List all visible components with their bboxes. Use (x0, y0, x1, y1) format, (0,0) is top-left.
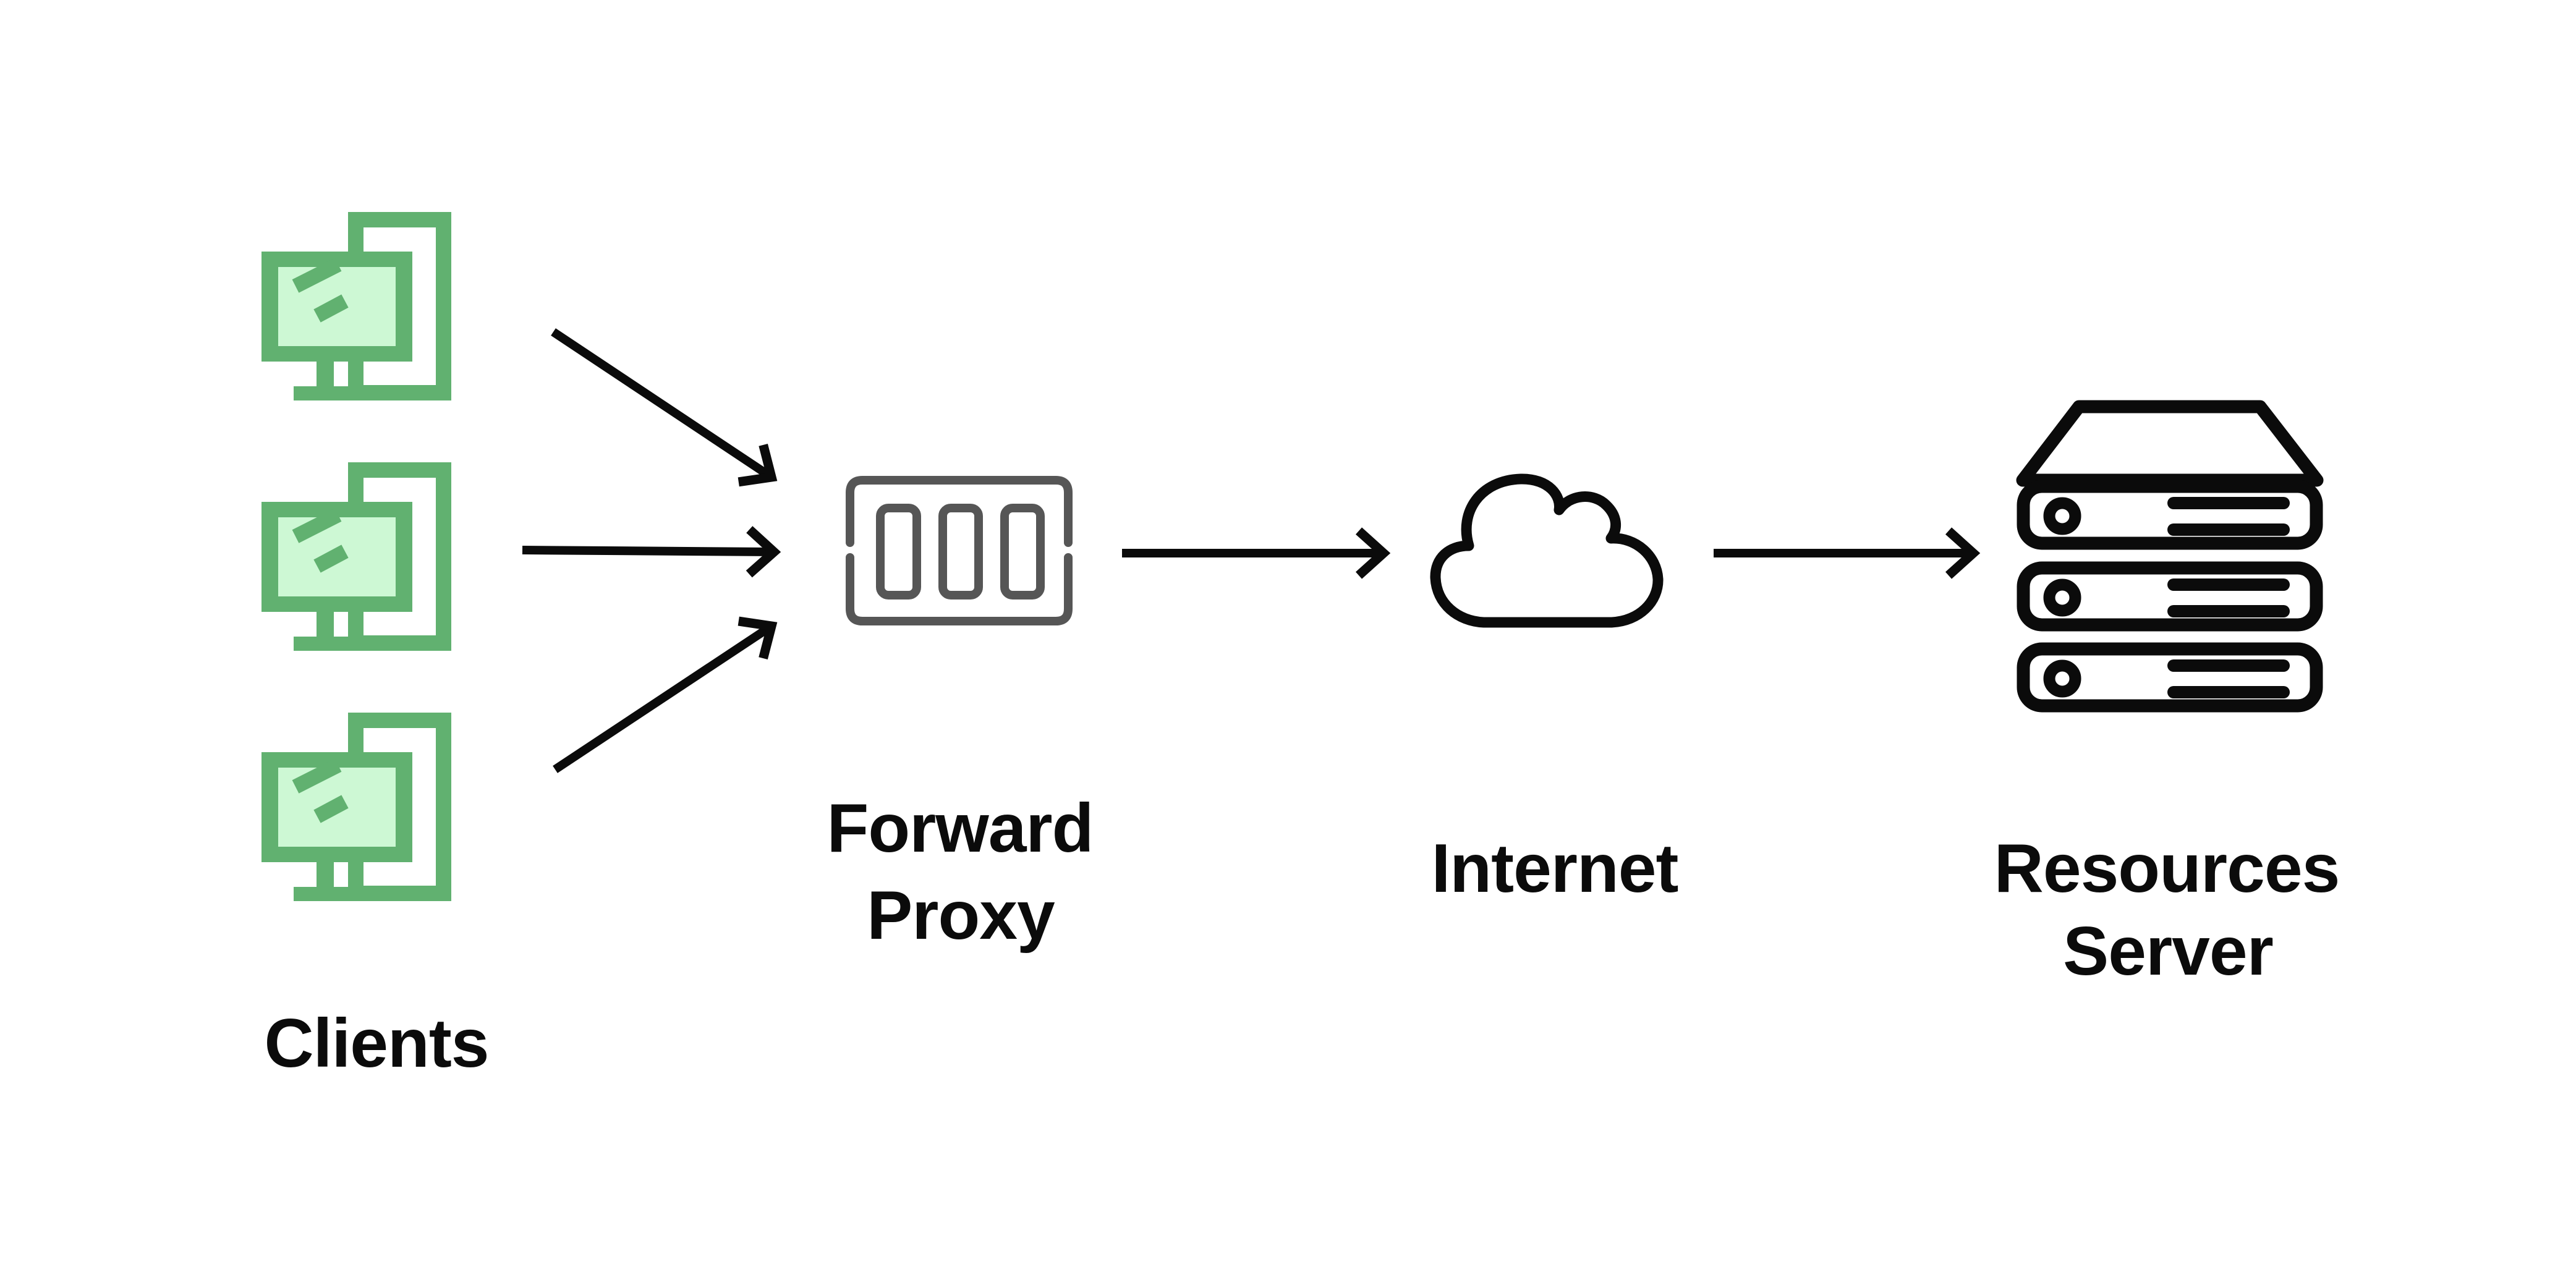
clients-group: Clients (261, 212, 490, 1082)
arrow-client3-to-proxy (553, 616, 778, 773)
forward-proxy-label-line1: Forward (827, 790, 1094, 866)
proxy-slot-3 (1000, 504, 1045, 600)
resources-server-icon (2016, 400, 2324, 713)
proxy-frame-bottom (846, 553, 1073, 625)
internet-cloud-icon (1430, 473, 1664, 628)
client-computer-icon-2 (261, 462, 451, 651)
forward-proxy-icon (846, 476, 1073, 625)
server-top-trapezoid (2016, 400, 2324, 487)
clients-label: Clients (264, 1005, 488, 1082)
client-computer-icon-3 (261, 713, 451, 901)
client-computer-icon-1 (261, 212, 451, 400)
proxy-slot-1 (876, 504, 921, 600)
forward-proxy-node: Forward Proxy (827, 476, 1094, 954)
forward-proxy-label-line2: Proxy (867, 877, 1055, 954)
proxy-frame-top (846, 476, 1073, 547)
arrow-client2-to-proxy (522, 526, 781, 578)
client-arrows-group (522, 328, 781, 773)
server-unit-3-led (2043, 659, 2081, 698)
arrow-client1-to-proxy (551, 328, 778, 487)
proxy-slot-2 (938, 504, 983, 600)
resources-server-node: Resources Server (1994, 400, 2340, 989)
server-unit-1-led (2043, 497, 2081, 535)
server-unit-2-led (2043, 578, 2081, 617)
resources-server-label-line2: Server (2063, 913, 2273, 989)
internet-node: Internet (1430, 473, 1679, 907)
cloud-outline (1430, 473, 1664, 628)
resources-server-label-line1: Resources (1994, 830, 2340, 907)
internet-label: Internet (1431, 830, 1678, 907)
